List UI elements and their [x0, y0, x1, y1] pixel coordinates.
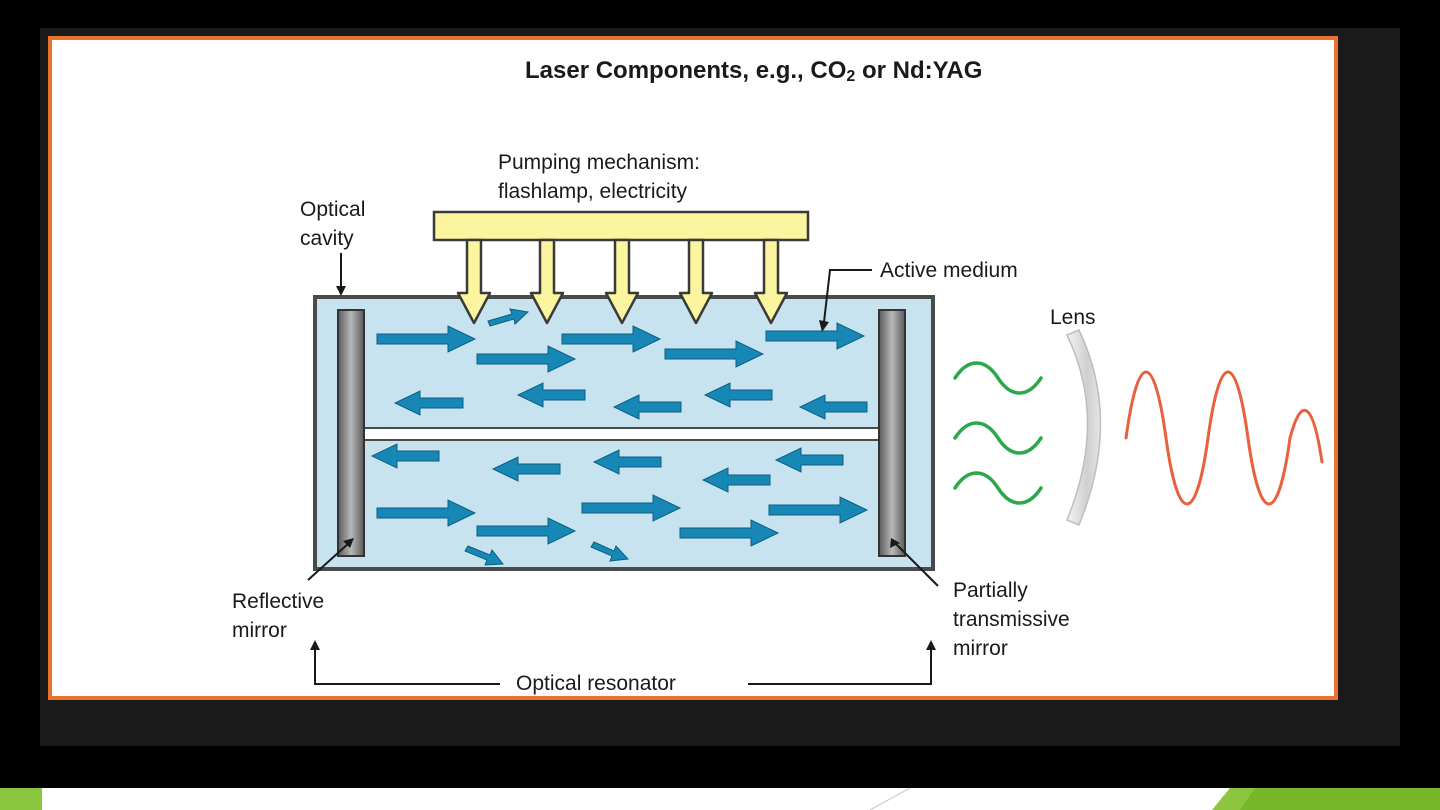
photon-arrow-right	[476, 517, 577, 545]
partially-transmissive-mirror	[878, 309, 906, 557]
photon-arrow-right	[476, 345, 577, 373]
incoherent-waves	[953, 361, 1043, 505]
diagram-title: Laser Components, e.g., CO2 or Nd:YAG	[525, 57, 983, 85]
photon-arrow-left	[516, 382, 586, 408]
pump-arrow	[604, 238, 640, 325]
photon-arrow-right	[581, 494, 682, 522]
lens	[1065, 329, 1102, 526]
photon-arrow-left	[701, 467, 771, 493]
photon-arrow-right	[679, 519, 780, 547]
photon-arrow-left	[393, 390, 464, 416]
slide-footer-band	[0, 788, 1440, 810]
photon-arrow-left	[774, 447, 844, 473]
reflective-mirror-label: Reflective mirror	[232, 590, 325, 642]
photon-arrow-right	[376, 325, 477, 353]
photon-arrow-diagonal	[464, 545, 504, 566]
photon-arrow-left	[798, 394, 868, 420]
photon-arrow-right	[768, 496, 869, 524]
pump-arrow	[529, 238, 565, 325]
photon-arrow-right	[664, 340, 765, 368]
optical-resonator-label: Optical resonator	[516, 672, 676, 695]
pumping-mechanism-label: Pumping mechanism: flashlamp, electricit…	[498, 151, 700, 203]
photon-arrow-right	[376, 499, 477, 527]
optical-resonator-bracket	[310, 640, 936, 685]
pumping-mechanism	[432, 210, 810, 325]
photon-arrow-right	[561, 325, 662, 353]
optical-cavity-label: Optical cavity	[300, 198, 366, 250]
photon-arrow-left	[612, 394, 682, 420]
pump-arrow	[456, 238, 492, 325]
coherent-wave	[1124, 370, 1324, 506]
photon-arrow-diagonal	[487, 308, 530, 327]
lens-label: Lens	[1050, 306, 1096, 329]
photon-arrows	[370, 308, 869, 566]
photon-arrow-left	[592, 449, 662, 475]
photon-arrow-right	[765, 322, 866, 350]
photon-arrow-left	[491, 456, 561, 482]
reflective-mirror	[337, 309, 365, 557]
pump-arrow	[753, 238, 789, 325]
photon-arrow-left	[370, 443, 440, 469]
photon-arrow-diagonal	[590, 541, 630, 562]
pump-arrow	[678, 238, 714, 325]
partially-transmissive-mirror-label: Partially transmissive mirror	[953, 579, 1070, 660]
photon-arrow-left	[703, 382, 773, 408]
active-medium-label: Active medium	[880, 259, 1018, 282]
leader-lines	[307, 253, 939, 587]
